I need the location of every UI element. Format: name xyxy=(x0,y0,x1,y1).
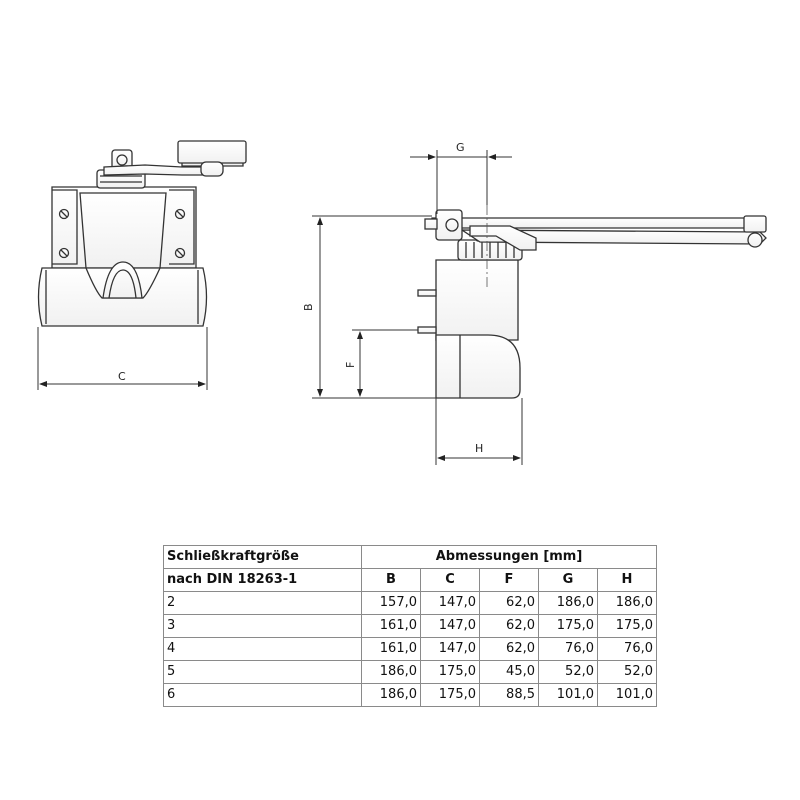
front-arm-head xyxy=(177,140,247,164)
header-size-class: Schließkraftgröße xyxy=(163,545,362,569)
front-centre-body xyxy=(79,192,167,269)
front-plate-left-ear xyxy=(52,189,78,265)
dimension-label-b: B xyxy=(302,303,315,311)
cell-f: 62,0 xyxy=(479,591,539,615)
cell-f: 45,0 xyxy=(479,660,539,684)
side-stud xyxy=(417,326,437,334)
column-header-h: H xyxy=(597,568,657,592)
front-arm-knuckle xyxy=(200,161,224,177)
cell-h: 76,0 xyxy=(597,637,657,661)
cell-g: 186,0 xyxy=(538,591,598,615)
column-header-b: B xyxy=(361,568,421,592)
front-view xyxy=(37,140,247,327)
cell-b: 186,0 xyxy=(361,683,421,707)
technical-drawing: C G B xyxy=(37,140,767,465)
side-arm-bracket xyxy=(469,225,537,251)
table-header-row: Schließkraftgröße Abmessungen [mm] xyxy=(163,545,657,569)
row-size: 2 xyxy=(163,591,362,615)
dimension-f xyxy=(352,329,418,397)
side-gear-teeth xyxy=(465,242,515,258)
cell-g: 52,0 xyxy=(538,660,598,684)
front-plate-right-ear xyxy=(169,189,195,265)
cell-b: 161,0 xyxy=(361,637,421,661)
cell-f: 62,0 xyxy=(479,614,539,638)
side-arm-hub-bolt xyxy=(445,218,459,232)
row-size: 5 xyxy=(163,660,362,684)
cell-c: 175,0 xyxy=(420,660,480,684)
table-row: 4 161,0 147,0 62,0 76,0 76,0 xyxy=(163,637,657,661)
row-size: 4 xyxy=(163,637,362,661)
cell-f: 62,0 xyxy=(479,637,539,661)
table-row: 3 161,0 147,0 62,0 175,0 175,0 xyxy=(163,614,657,638)
dimension-h xyxy=(435,398,523,465)
cell-f: 88,5 xyxy=(479,683,539,707)
cell-b: 157,0 xyxy=(361,591,421,615)
table-row: 2 157,0 147,0 62,0 186,0 186,0 xyxy=(163,591,657,615)
dimension-b xyxy=(312,215,436,399)
column-header-f: F xyxy=(479,568,539,592)
cell-g: 76,0 xyxy=(538,637,598,661)
cell-h: 175,0 xyxy=(597,614,657,638)
side-arm-shoe xyxy=(424,218,438,230)
dimension-c xyxy=(37,327,208,390)
side-mounting-plate xyxy=(435,259,519,341)
front-spindle-bolt xyxy=(116,154,128,166)
cell-h: 186,0 xyxy=(597,591,657,615)
dimensions-table: Schließkraftgröße Abmessungen [mm] nach … xyxy=(163,545,657,707)
column-header-g: G xyxy=(538,568,598,592)
front-spindle-dome xyxy=(102,261,143,299)
dimension-label-g: G xyxy=(456,141,465,154)
front-pinion-teeth xyxy=(100,175,142,183)
side-stud xyxy=(417,289,437,297)
row-size: 6 xyxy=(163,683,362,707)
dimension-label-c: C xyxy=(118,370,126,383)
cell-g: 175,0 xyxy=(538,614,598,638)
table-subheader-row: nach DIN 18263-1 B C F G H xyxy=(163,568,657,592)
dimension-g xyxy=(410,150,512,214)
cell-c: 147,0 xyxy=(420,591,480,615)
cell-g: 101,0 xyxy=(538,683,598,707)
header-dimensions: Abmessungen [mm] xyxy=(361,545,657,569)
front-dome-inner xyxy=(108,269,137,299)
side-arm-end xyxy=(743,215,767,233)
cell-h: 101,0 xyxy=(597,683,657,707)
table-row: 5 186,0 175,0 45,0 52,0 52,0 xyxy=(163,660,657,684)
column-header-c: C xyxy=(420,568,480,592)
dimension-label-f: F xyxy=(344,362,357,368)
screw-slot xyxy=(60,210,184,257)
header-din-standard: nach DIN 18263-1 xyxy=(163,568,362,592)
side-view xyxy=(417,209,767,399)
cell-c: 147,0 xyxy=(420,614,480,638)
side-lower-body xyxy=(435,334,521,399)
cell-c: 147,0 xyxy=(420,637,480,661)
cell-b: 186,0 xyxy=(361,660,421,684)
cell-c: 175,0 xyxy=(420,683,480,707)
row-size: 3 xyxy=(163,614,362,638)
dimension-label-h: H xyxy=(475,442,483,455)
cell-h: 52,0 xyxy=(597,660,657,684)
side-arm-end-pin xyxy=(747,232,763,248)
side-arm-link xyxy=(459,229,767,245)
cell-b: 161,0 xyxy=(361,614,421,638)
table-row: 6 186,0 175,0 88,5 101,0 101,0 xyxy=(163,683,657,707)
